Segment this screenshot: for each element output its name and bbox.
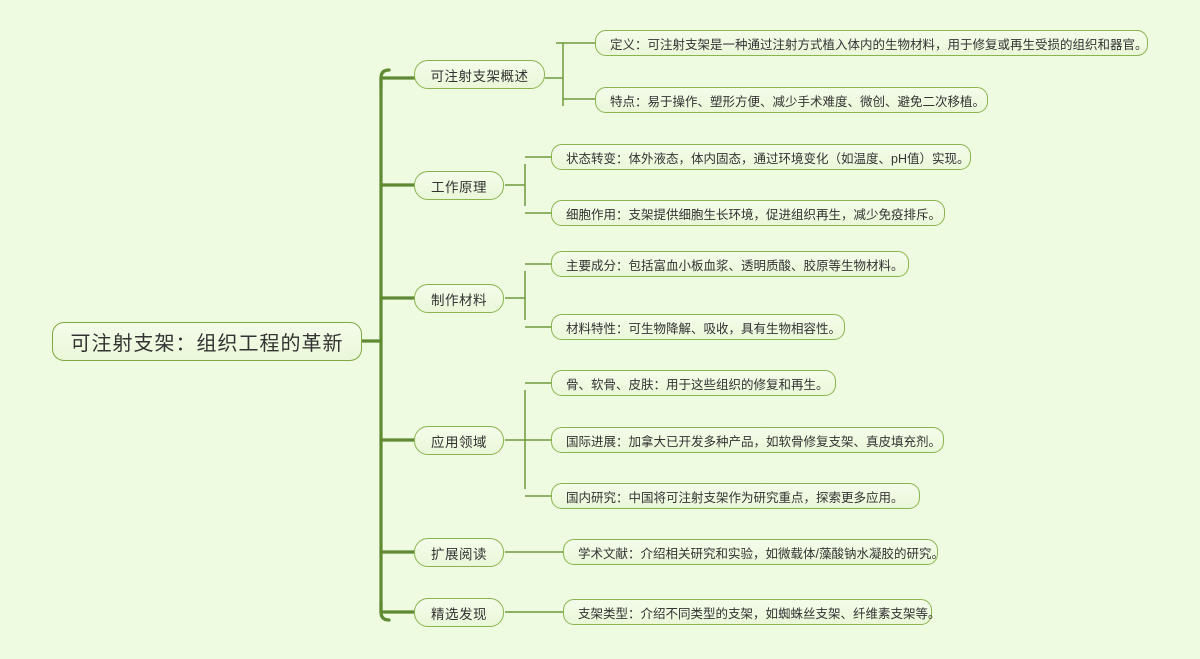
leaf-node-international-progress[interactable]: 国际进展：加拿大已开发多种产品，如软骨修复支架、真皮填充剂。 bbox=[551, 427, 944, 453]
branch-node-injectable-scaffold-overview[interactable]: 可注射支架概述 bbox=[414, 60, 545, 89]
branch-label: 可注射支架概述 bbox=[430, 68, 529, 84]
leaf-label: 支架类型：介绍不同类型的支架，如蜘蛛丝支架、纤维素支架等。 bbox=[578, 606, 941, 621]
leaf-label: 国际进展：加拿大已开发多种产品，如软骨修复支架、真皮填充剂。 bbox=[566, 434, 942, 449]
leaf-node-cell-function[interactable]: 细胞作用：支架提供细胞生长环境，促进组织再生，减少免疫排斥。 bbox=[551, 200, 945, 226]
branch-node-fabrication-materials[interactable]: 制作材料 bbox=[414, 284, 504, 313]
leaf-node-definition[interactable]: 定义：可注射支架是一种通过注射方式植入体内的生物材料，用于修复或再生受损的组织和… bbox=[595, 30, 1148, 56]
leaf-label: 国内研究：中国将可注射支架作为研究重点，探索更多应用。 bbox=[566, 490, 904, 505]
branch-label: 工作原理 bbox=[431, 179, 487, 195]
root-node[interactable]: 可注射支架：组织工程的革新 bbox=[52, 322, 362, 361]
leaf-label: 学术文献：介绍相关研究和实验，如微载体/藻酸钠水凝胶的研究。 bbox=[578, 546, 944, 561]
root-node-label: 可注射支架：组织工程的革新 bbox=[70, 333, 344, 355]
leaf-label: 定义：可注射支架是一种通过注射方式植入体内的生物材料，用于修复或再生受损的组织和… bbox=[610, 37, 1148, 52]
branch-label: 应用领域 bbox=[431, 434, 487, 450]
leaf-node-state-transition[interactable]: 状态转变：体外液态，体内固态，通过环境变化（如温度、pH值）实现。 bbox=[551, 144, 971, 170]
leaf-node-main-components[interactable]: 主要成分：包括富血小板血浆、透明质酸、胶原等生物材料。 bbox=[551, 251, 909, 277]
leaf-node-material-properties[interactable]: 材料特性：可生物降解、吸收，具有生物相容性。 bbox=[551, 314, 845, 340]
branch-node-application-fields[interactable]: 应用领域 bbox=[414, 426, 504, 455]
branch-label: 扩展阅读 bbox=[431, 546, 487, 562]
leaf-label: 主要成分：包括富血小板血浆、透明质酸、胶原等生物材料。 bbox=[566, 258, 904, 273]
leaf-label: 细胞作用：支架提供细胞生长环境，促进组织再生，减少免疫排斥。 bbox=[566, 207, 942, 222]
leaf-node-bone-cartilage-skin[interactable]: 骨、软骨、皮肤：用于这些组织的修复和再生。 bbox=[551, 370, 836, 396]
branch-node-working-principle[interactable]: 工作原理 bbox=[414, 171, 504, 200]
branch-node-extended-reading[interactable]: 扩展阅读 bbox=[414, 538, 504, 567]
branch-label: 制作材料 bbox=[431, 292, 487, 308]
leaf-label: 骨、软骨、皮肤：用于这些组织的修复和再生。 bbox=[566, 377, 829, 392]
leaf-node-characteristics[interactable]: 特点：易于操作、塑形方便、减少手术难度、微创、避免二次移植。 bbox=[595, 87, 988, 113]
leaf-node-scaffold-types[interactable]: 支架类型：介绍不同类型的支架，如蜘蛛丝支架、纤维素支架等。 bbox=[563, 599, 941, 625]
leaf-label: 材料特性：可生物降解、吸收，具有生物相容性。 bbox=[566, 321, 842, 336]
leaf-node-domestic-research[interactable]: 国内研究：中国将可注射支架作为研究重点，探索更多应用。 bbox=[551, 483, 920, 509]
leaf-label: 状态转变：体外液态，体内固态，通过环境变化（如温度、pH值）实现。 bbox=[566, 151, 970, 166]
branch-node-featured-findings[interactable]: 精选发现 bbox=[414, 598, 504, 627]
leaf-label: 特点：易于操作、塑形方便、减少手术难度、微创、避免二次移植。 bbox=[610, 94, 986, 109]
branch-label: 精选发现 bbox=[431, 606, 487, 622]
leaf-node-academic-literature[interactable]: 学术文献：介绍相关研究和实验，如微载体/藻酸钠水凝胶的研究。 bbox=[563, 539, 944, 565]
